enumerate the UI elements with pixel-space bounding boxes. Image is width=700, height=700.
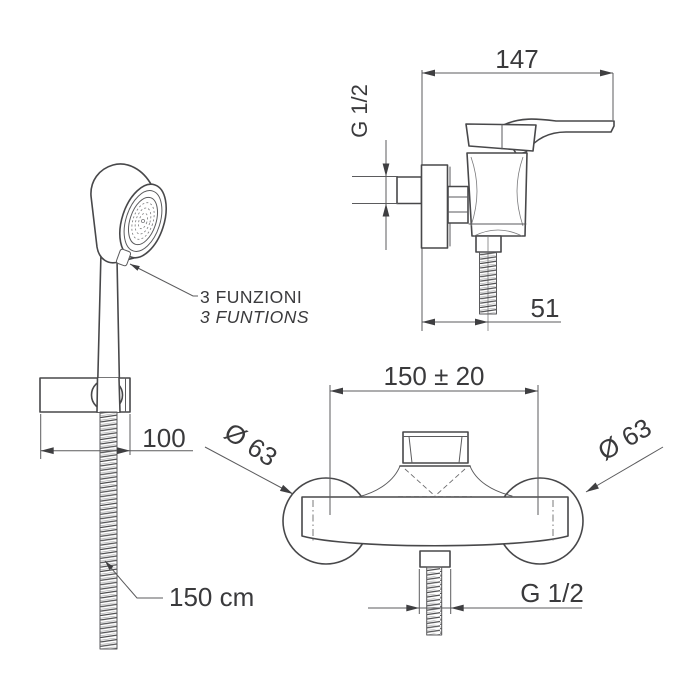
dimension-dia63-right: Ø 63 [584,412,664,495]
hand-shower-head [90,163,167,267]
dim-150cm-label: 150 cm [169,582,254,612]
dimension-147: 147 [422,44,614,120]
functions-label-en: 3 FUNTIONS [200,307,309,327]
dimension-g12-front: G 1/2 [368,569,584,614]
spray-face [119,183,167,259]
cartridge-cap-side [465,123,537,152]
functions-callout: 3 FUNZIONI 3 FUNTIONS [128,261,309,327]
dimension-g12-side: G 1/2 [347,84,398,250]
outlet-hose-front [419,550,451,636]
wall-flange-side [420,164,449,249]
dim-dia63-right-label: Ø 63 [593,412,657,466]
function-switch-button [115,248,132,267]
hand-shower-view: 100 150 cm 3 FUNZIONI 3 FUNTIONS [39,163,309,650]
mixer-front-view: 150 ± 20 Ø 63 Ø 63 G 1/2 [204,361,664,636]
mixer-body-front [301,496,569,547]
cartridge-cap-front [357,431,513,498]
dimension-51: 51 [422,293,561,326]
outlet-hose-side [475,235,502,331]
shower-hose [99,411,118,650]
mixer-body-side [466,152,528,237]
inlet-stub [396,176,423,205]
dim-147-label: 147 [495,44,538,74]
mixer-side-view: 147 G 1/2 51 [347,44,615,331]
connection-nut [447,185,469,224]
dim-dia63-left-label: Ø 63 [219,417,283,473]
dimension-hose-length: 150 cm [103,559,254,612]
functions-label-it: 3 FUNZIONI [200,287,302,307]
dim-150pm20-label: 150 ± 20 [383,361,484,391]
dimension-dia63-left: Ø 63 [204,417,295,498]
dim-51-label: 51 [531,293,560,323]
dimension-150pm20: 150 ± 20 [329,361,539,515]
dim-g12-side-label: G 1/2 [347,84,372,138]
dim-100-label: 100 [142,423,185,453]
dimension-holder-width: 100 [40,414,193,459]
dim-g12-front-label: G 1/2 [520,578,584,608]
